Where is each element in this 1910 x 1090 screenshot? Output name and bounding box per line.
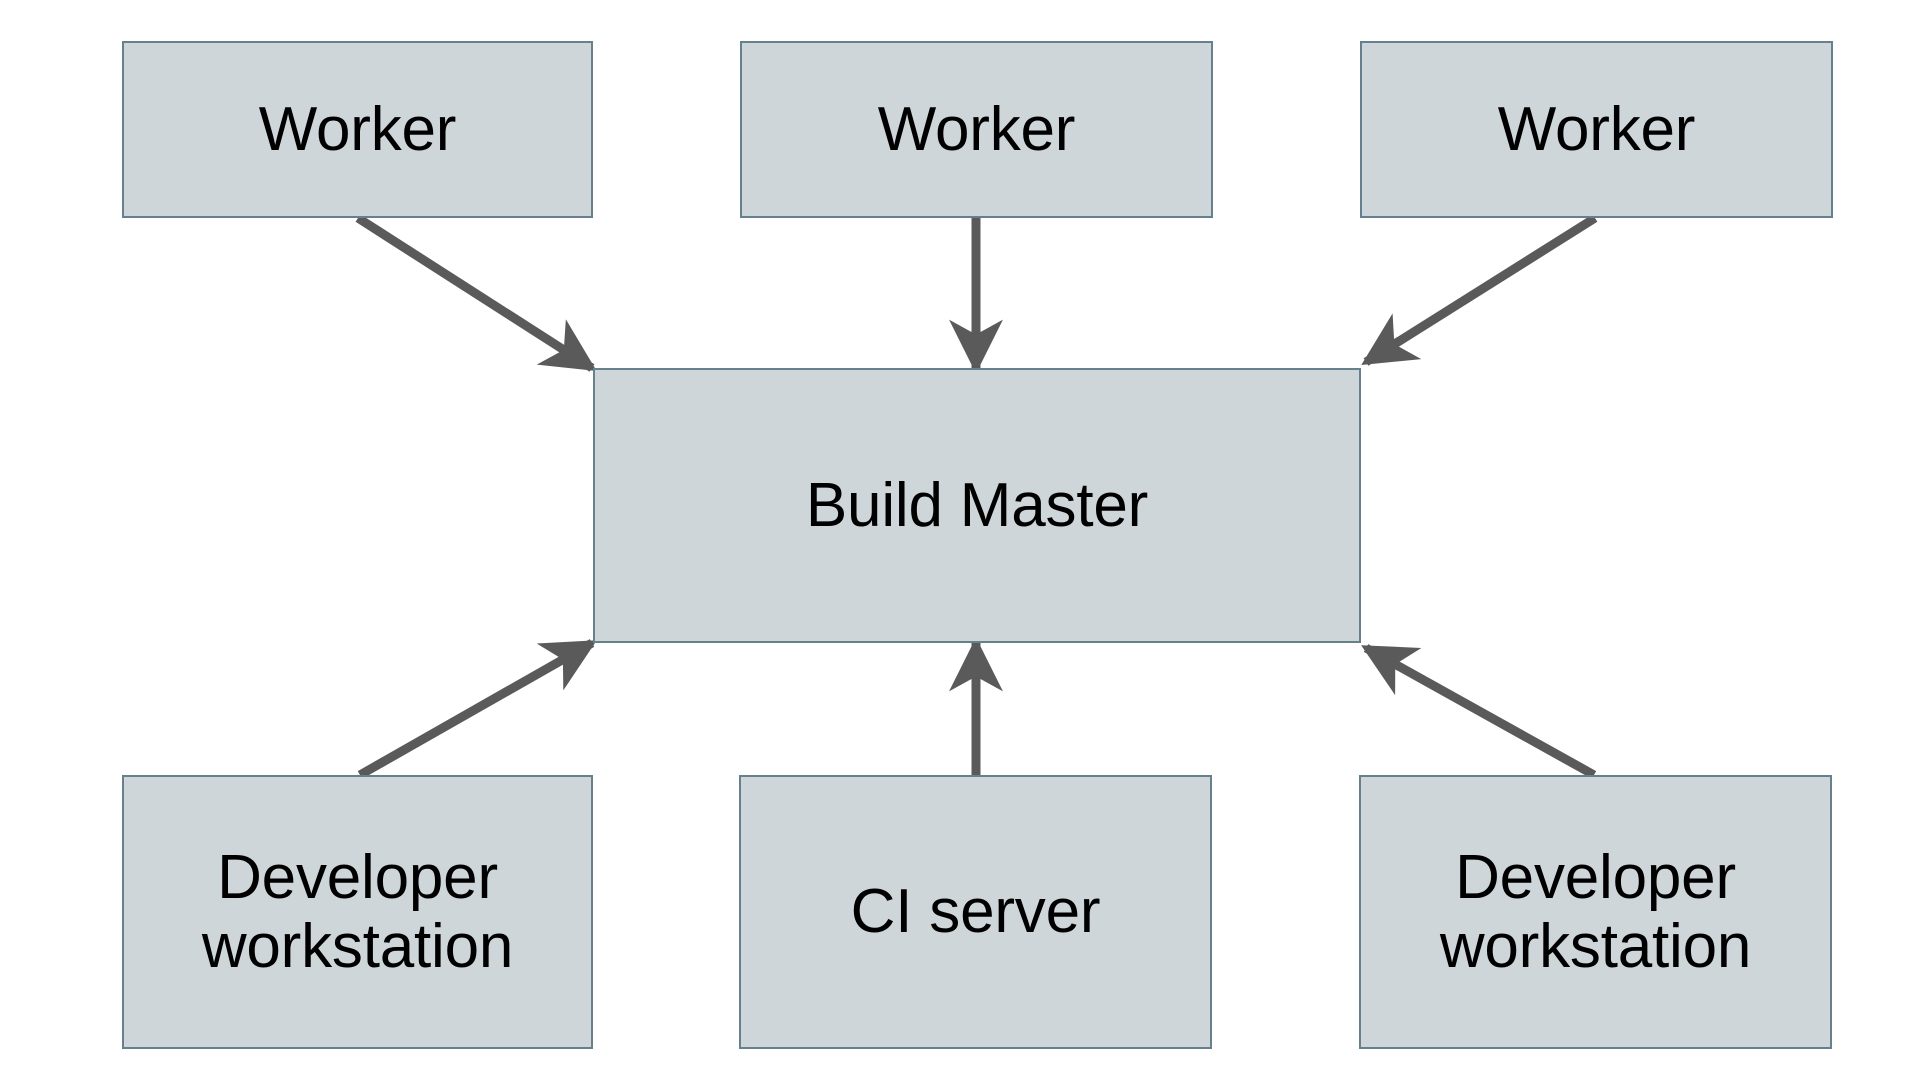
node-ci-server-label: CI server xyxy=(850,877,1101,947)
node-worker-3[interactable]: Worker xyxy=(1360,41,1833,218)
node-worker-1-label: Worker xyxy=(258,94,457,164)
node-worker-3-label: Worker xyxy=(1497,94,1696,164)
node-developer-workstation-left-label: Developer workstation xyxy=(201,842,514,981)
node-build-master-label: Build Master xyxy=(805,470,1149,540)
node-developer-workstation-left[interactable]: Developer workstation xyxy=(122,775,593,1049)
edge-developer-right-to-master xyxy=(1361,644,1597,779)
edge-worker-1-to-master xyxy=(355,214,597,372)
node-worker-1[interactable]: Worker xyxy=(122,41,593,218)
node-build-master[interactable]: Build Master xyxy=(593,368,1361,643)
node-developer-workstation-right-label: Developer workstation xyxy=(1439,842,1752,981)
node-developer-workstation-right[interactable]: Developer workstation xyxy=(1359,775,1832,1049)
node-ci-server[interactable]: CI server xyxy=(739,775,1212,1049)
edge-developer-left-to-master xyxy=(357,639,597,779)
node-worker-2[interactable]: Worker xyxy=(740,41,1213,218)
node-worker-2-label: Worker xyxy=(877,94,1076,164)
edge-worker-3-to-master xyxy=(1361,214,1598,366)
